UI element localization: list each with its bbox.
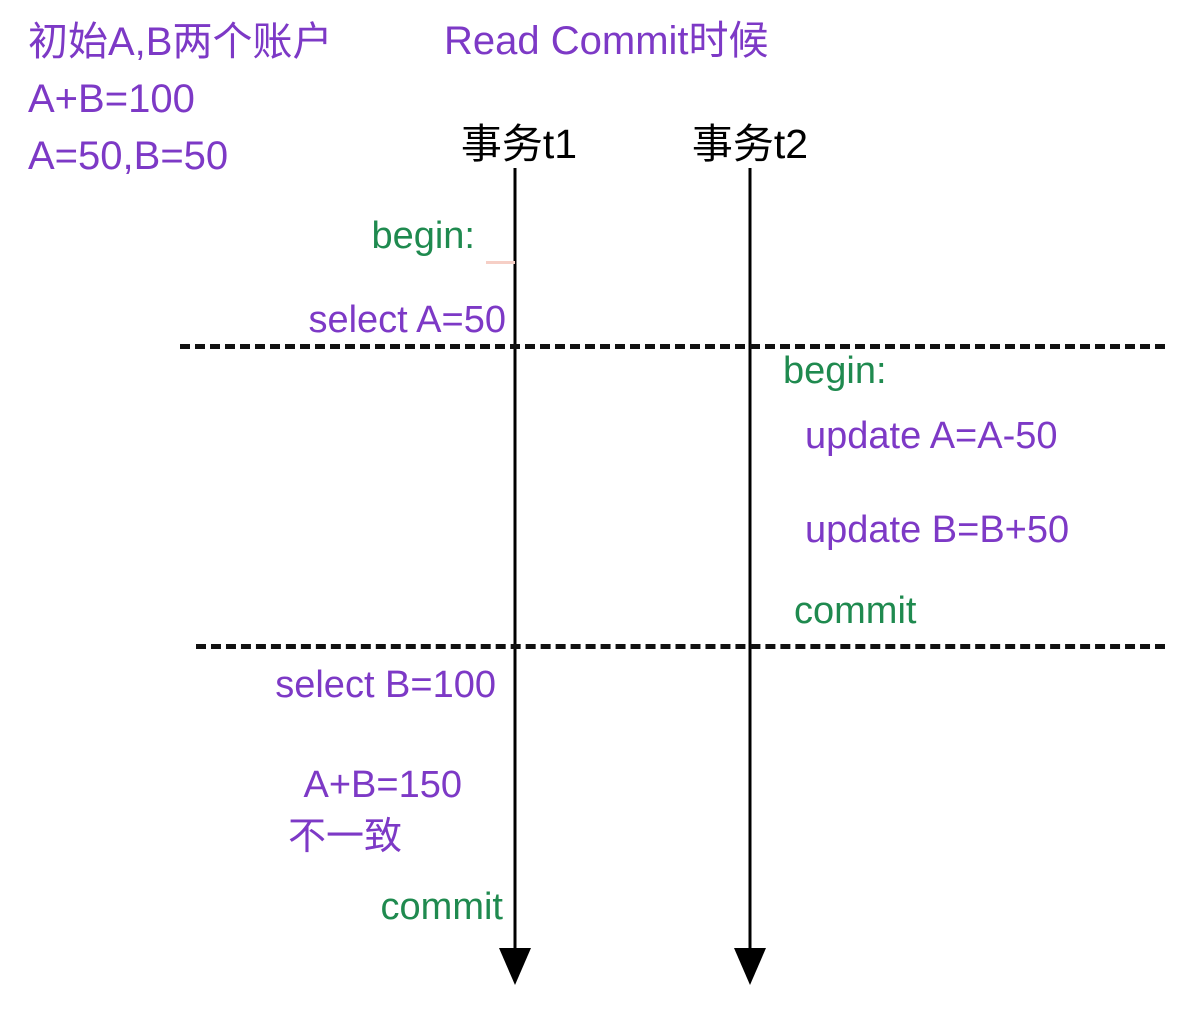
lane-label-t2: 事务t2 [691,121,809,167]
t1-result-sum: A+B=150 [303,764,462,806]
t1-statement-select-a: select A=50 [308,299,506,341]
t1-statement-begin: begin: [371,215,475,257]
t2-statement-update-a: update A=A-50 [805,415,1058,457]
boundary-after-t1-first-read [180,344,1165,349]
arrow-down-icon-t2 [734,948,766,985]
boundary-after-t2-commit [196,644,1165,649]
diagram-title: Read Commit时候 [444,19,769,63]
intro-note: 初始A,B两个账户 A+B=100 A=50,B=50 [28,20,333,178]
t1-result-inconsistent: 不一致 [287,816,402,858]
pink-marker-stub [486,261,515,264]
t1-statement-select-b: select B=100 [275,664,496,706]
t2-statement-commit: commit [794,590,917,632]
arrow-down-icon-t1 [499,948,531,985]
lane-label-t1: 事务t1 [460,121,578,167]
t2-statement-begin: begin: [783,350,887,392]
t2-statement-update-b: update B=B+50 [805,509,1070,551]
lifeline-t1 [513,168,517,953]
t1-statement-commit: commit [380,886,503,928]
lifeline-t2 [748,168,752,953]
